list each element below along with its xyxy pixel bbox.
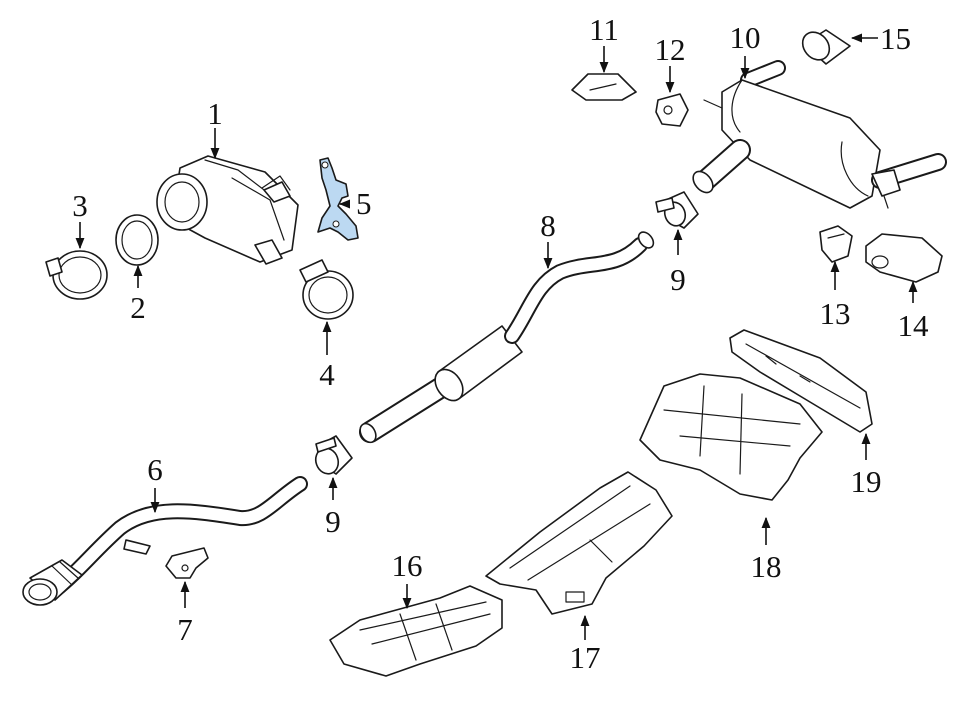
callout-13: 13 (820, 296, 851, 331)
leader-lines (75, 33, 918, 640)
callout-1: 1 (207, 96, 223, 131)
front-pipe-part (22, 476, 308, 606)
callout-17: 17 (570, 640, 601, 675)
heat-shield-part-17 (485, 471, 673, 615)
gasket-part (115, 214, 159, 266)
callout-8: 8 (540, 208, 556, 243)
callout-7: 7 (177, 612, 193, 647)
callout-15: 15 (880, 21, 911, 56)
particulate-filter-part (156, 155, 299, 265)
callout-9-lower: 9 (325, 504, 341, 539)
highlighted-bracket-part-5 (317, 157, 359, 241)
callout-19: 19 (851, 464, 882, 499)
sensor-part-13 (819, 225, 853, 263)
callout-3: 3 (72, 188, 88, 223)
heat-shield-part-19 (729, 329, 873, 433)
bracket-part-7 (165, 547, 209, 579)
callout-9-upper: 9 (670, 262, 686, 297)
callout-4: 4 (319, 357, 335, 392)
callout-2: 2 (130, 290, 146, 325)
callout-11: 11 (589, 12, 619, 47)
callout-16: 16 (392, 548, 423, 583)
heat-shield-part-16 (329, 585, 503, 677)
callout-6: 6 (147, 452, 163, 487)
callout-18: 18 (751, 549, 782, 584)
pipe-clamp-part-lower (314, 435, 353, 475)
bracket-part-11 (571, 73, 637, 101)
callout-14: 14 (898, 308, 930, 343)
callout-12: 12 (655, 32, 686, 67)
rear-muffler-part (692, 60, 947, 209)
hanger-part-12 (655, 93, 689, 127)
heat-shield-part-18 (639, 373, 823, 501)
callout-10: 10 (730, 20, 761, 55)
callout-5: 5 (356, 186, 372, 221)
band-clamp-part-3 (45, 250, 108, 300)
heat-shield-part-14 (865, 233, 943, 283)
pipe-clamp-part-upper (655, 191, 699, 229)
exhaust-tip-part (801, 29, 851, 65)
band-clamp-part-4 (299, 259, 354, 320)
intermediate-pipe-part (359, 231, 655, 444)
callout-labels: 1 2 3 4 5 6 7 8 9 9 10 11 12 13 14 15 16… (72, 12, 929, 675)
